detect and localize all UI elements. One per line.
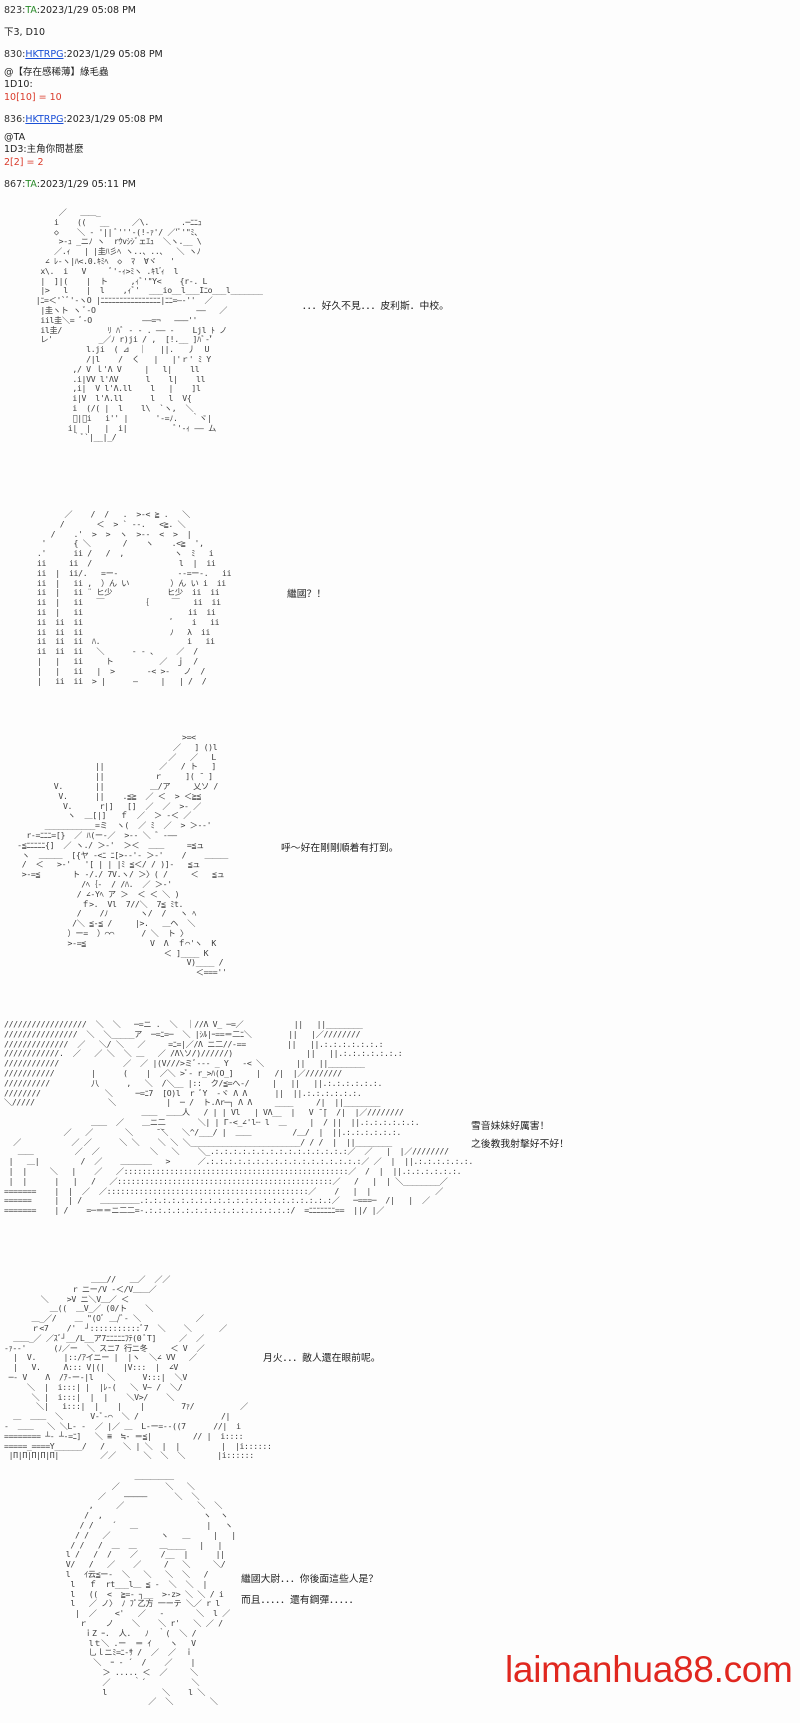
post-timestamp: :2023/1/29 05:11 PM	[36, 179, 137, 190]
post-body: @TA	[4, 131, 26, 143]
post-830: 830:HKTRPG:2023/1/29 05:08 PM @【存在感稀薄】綠毛…	[4, 49, 163, 104]
poster-link[interactable]: HKTRPG	[25, 114, 64, 125]
ascii-art-hangar-scene: ////////////////// ＼ ＼ ─=ニ . ＼ ｜//Λ V_ ─…	[4, 1019, 473, 1216]
poster-link[interactable]: HKTRPG	[25, 49, 64, 60]
dialogue-line: 之後教我射擊好不好！	[471, 1139, 569, 1150]
ascii-art-officer-with-rifle: ／ ＿＿_ i (( __ ／\. .─ﾆﾆｭ ◇ ＼ ‐ '|| ﾞ'''‐(…	[35, 207, 263, 443]
post-823: 823:TA:2023/1/29 05:08 PM 下3, D10	[4, 5, 136, 39]
post-867: 867:TA:2023/1/29 05:11 PM	[4, 179, 136, 192]
dialogue-line: 雪音妹妹好厲害！	[471, 1121, 550, 1132]
post-timestamp: :2023/1/29 05:08 PM	[36, 5, 137, 16]
dialogue-block: 繼國大尉．．．你後面這些人是？ 而且．．．．．還有鋼彈．．．．．	[241, 1571, 378, 1610]
post-836: 836:HKTRPG:2023/1/29 05:08 PM @TA 1D3:主角…	[4, 114, 163, 169]
ascii-art-gunner-girl: >=< ／ ] ()l ／ ／ L || ／ / ト ] || ｒ ]( ̄ ]…	[17, 732, 228, 978]
post-number: 836:	[4, 114, 26, 125]
post-number: 830:	[4, 49, 26, 60]
ascii-art-mecha-pilot: ＿＿// ＿／ ／／ r ニー/V ‐＜/V＿＿／ ＼ >V ニ＼V＿／ ＜ ＿…	[4, 1274, 272, 1461]
dialogue-line: 而且．．．．．還有鋼彈．．．．．	[241, 1595, 359, 1606]
watermark-logo: laimanhua88.com	[505, 1649, 793, 1690]
post-body: 1D3:主角你問甚麼	[4, 144, 84, 155]
post-body: 1D10:	[4, 79, 33, 90]
post-timestamp: :2023/1/29 05:08 PM	[63, 114, 163, 125]
post-body: 下3, D10	[4, 26, 45, 38]
dialogue-block: 雪音妹妹好厲害！ 之後教我射擊好不好！	[471, 1118, 569, 1154]
dialogue-line: 呼～好在剛剛順着有打到。	[281, 843, 399, 854]
post-number: 867:	[4, 179, 26, 190]
dialogue-line: 繼國？！	[287, 589, 327, 600]
ascii-art-calm-face: ＿＿＿＿＿ ／ ＼ ＼ ／ ――――― ＼ ＼ , ／ ＼ ＼ / , ヽ ヽ …	[65, 1471, 236, 1707]
poster-name: TA	[25, 5, 37, 16]
post-timestamp: :2023/1/29 05:08 PM	[63, 49, 163, 60]
poster-name: TA	[25, 179, 37, 190]
dialogue-line: 月火．．．敵人還在眼前呢。	[263, 1353, 381, 1364]
dice-roll-result: 2[2] = 2	[4, 156, 44, 168]
post-body: @【存在感稀薄】綠毛蟲	[4, 66, 109, 78]
dialogue-line: 繼國大尉．．．你後面這些人是？	[241, 1574, 379, 1585]
post-number: 823:	[4, 5, 26, 16]
dice-roll-result: 10[10] = 10	[4, 91, 62, 103]
dialogue-line: ．．．好久不見．．．皮利斯．中校。	[302, 301, 449, 312]
ascii-art-surprised-face: ／ / / . >-< ≧ . ＼ / ＜ > ` ‐-. <≧. ＼ / .'…	[36, 509, 232, 686]
